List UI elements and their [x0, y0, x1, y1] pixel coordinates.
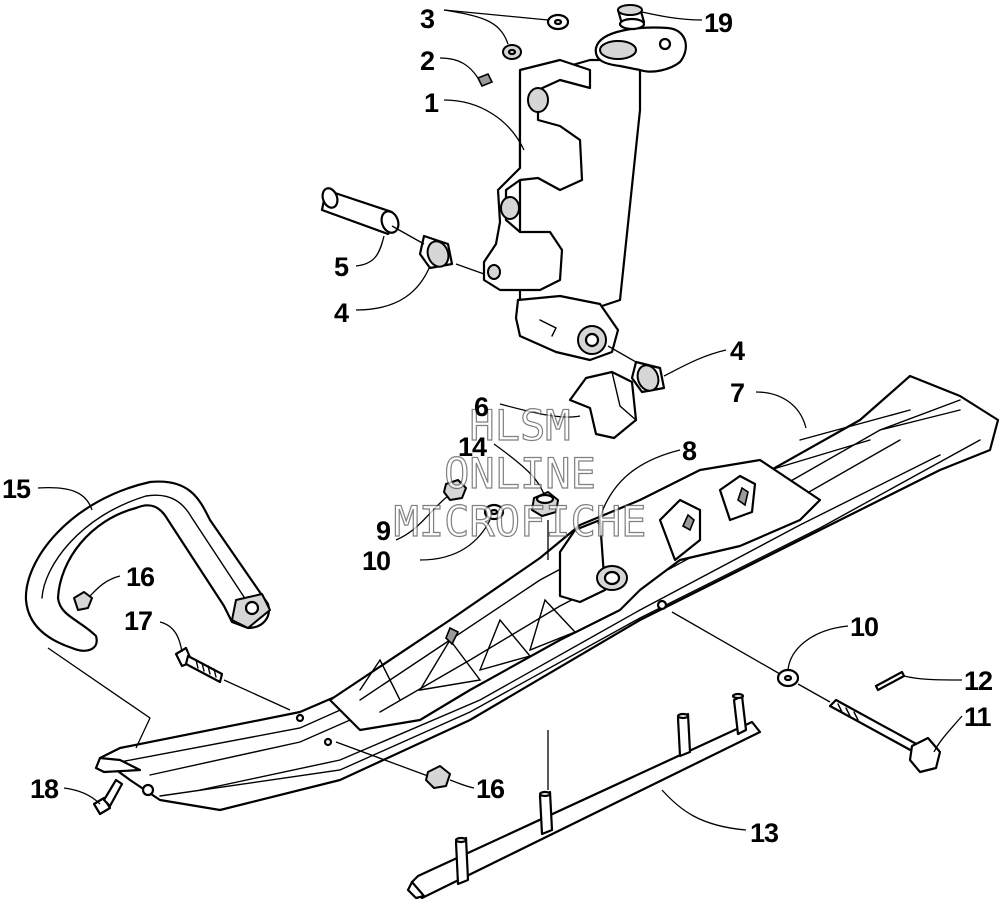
bushing-4b [630, 360, 666, 394]
callout-14: 14 [458, 432, 487, 462]
callout-1: 1 [424, 88, 439, 118]
callout-5: 5 [334, 252, 349, 282]
callout-10-right: 10 [850, 612, 878, 642]
nut-16b [425, 765, 451, 789]
bolt-17 [174, 646, 224, 684]
callout-13: 13 [750, 818, 779, 848]
callout-6: 6 [474, 392, 489, 422]
nut-16a [73, 591, 93, 611]
cotter-pin-12 [874, 670, 906, 692]
callout-15: 15 [2, 474, 31, 504]
pin-5 [320, 187, 400, 236]
callouts: 3 19 2 1 5 4 4 7 6 14 8 15 16 9 10 17 10… [2, 4, 993, 848]
bushing-4a [418, 234, 454, 270]
wear-bar-13 [406, 692, 762, 900]
watermark-line-3: MICROFICHE [394, 497, 647, 546]
callout-17: 17 [124, 606, 152, 636]
callout-18: 18 [30, 774, 59, 804]
bolt-11 [828, 698, 942, 774]
nut-14 [531, 491, 559, 517]
callout-16-lower: 16 [476, 774, 505, 804]
callout-2: 2 [420, 46, 434, 76]
callout-8: 8 [682, 436, 697, 466]
callout-3: 3 [420, 4, 435, 34]
nut-9 [443, 479, 467, 501]
callout-12: 12 [964, 666, 992, 696]
watermark: HLSM ONLINE MICROFICHE [393, 400, 647, 546]
callout-19: 19 [704, 8, 733, 38]
watermark-line-1: HLSM [469, 401, 570, 450]
spindle-cap [616, 4, 646, 31]
callout-11: 11 [964, 702, 992, 732]
washer-10a [483, 503, 505, 521]
callout-4-lower: 4 [730, 336, 745, 366]
spindle [482, 26, 687, 362]
leader-lines [37, 9, 963, 831]
washer-10b [776, 668, 800, 688]
callout-7: 7 [730, 378, 744, 408]
watermark-line-2: ONLINE [444, 449, 596, 498]
ski-saddle-frame [328, 458, 822, 732]
callout-4-upper: 4 [334, 298, 349, 328]
callout-16-upper: 16 [126, 562, 155, 592]
alignment-lines [47, 225, 831, 790]
callout-9: 9 [376, 516, 391, 546]
bolt-18 [92, 778, 124, 816]
callout-10-left: 10 [362, 546, 390, 576]
washer-3 [502, 13, 570, 60]
wear-pad-6 [568, 370, 638, 440]
set-screw-2 [476, 72, 494, 88]
ski-handle [24, 480, 271, 652]
